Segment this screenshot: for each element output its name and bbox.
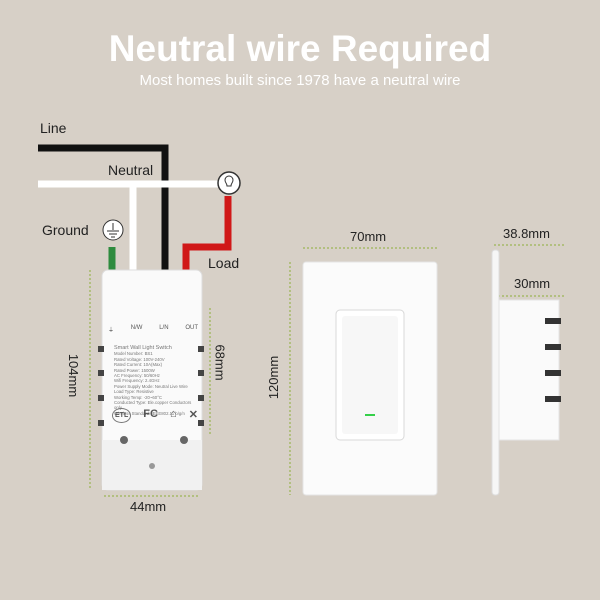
- page-subtitle: Most homes built since 1978 have a neutr…: [139, 72, 461, 89]
- dim-side-body: 30mm: [514, 276, 551, 291]
- line-label: Line: [40, 120, 67, 136]
- dim-plate-width: 70mm: [350, 229, 387, 244]
- dim-side-depth: 38.8mm: [503, 226, 550, 241]
- spec-line: Load Type: Resistive: [114, 389, 154, 395]
- spec-line: Wireless Standard: IEEE802.11 b/g/n: [114, 410, 185, 416]
- terminal-ground: ⏚: [108, 328, 115, 334]
- load-label: Load: [208, 255, 240, 271]
- terminal-line: L/N: [159, 325, 169, 331]
- etl-icon: ETL: [112, 408, 132, 423]
- dim-plate-height: 120mm: [266, 355, 282, 400]
- spec-line: Rated Power: 1500W: [114, 367, 155, 373]
- terminal-neutral: N/W: [130, 325, 143, 331]
- dim-module-width: 44mm: [130, 499, 167, 514]
- spec-line: Model Number: BS1: [114, 351, 153, 357]
- weee-icon: ✕: [188, 409, 198, 421]
- bulb-icon: [217, 171, 241, 195]
- spec-line: Smart Wall Light Switch: [114, 345, 172, 351]
- home-icon: ⌂: [170, 408, 177, 420]
- spec-line: Working Temp: -20~60°C: [114, 394, 163, 400]
- dim-module-height: 104mm: [66, 353, 82, 398]
- spec-line: Power Supply Mode: Neutral Live Wire: [114, 383, 188, 389]
- spec-line: Rated Voltage: 100V-240V: [114, 356, 165, 362]
- page-title: Neutral wire Required: [108, 28, 492, 69]
- cert-icons: ETL FC ⌂ ✕: [112, 408, 198, 423]
- neutral-label: Neutral: [108, 162, 154, 178]
- spec-line: AC Frequency: 50/60Hz: [114, 373, 160, 379]
- ground-label: Ground: [42, 222, 89, 238]
- line-wire: [38, 144, 169, 310]
- spec-line: Wifi Frequency: 2.4GHz: [114, 378, 160, 384]
- terminal-labels: ⏚ N/W L/N OUT: [108, 325, 198, 334]
- spec-line: Rated Current: 10A(Max): [114, 362, 163, 368]
- fcc-icon: FC: [143, 408, 158, 420]
- terminal-load: OUT: [185, 325, 198, 331]
- switch-side-view: [491, 249, 500, 496]
- spec-line: Conducted Type: Ele.copper Conductors on…: [114, 400, 192, 411]
- dim-module-inner: 68mm: [212, 344, 228, 381]
